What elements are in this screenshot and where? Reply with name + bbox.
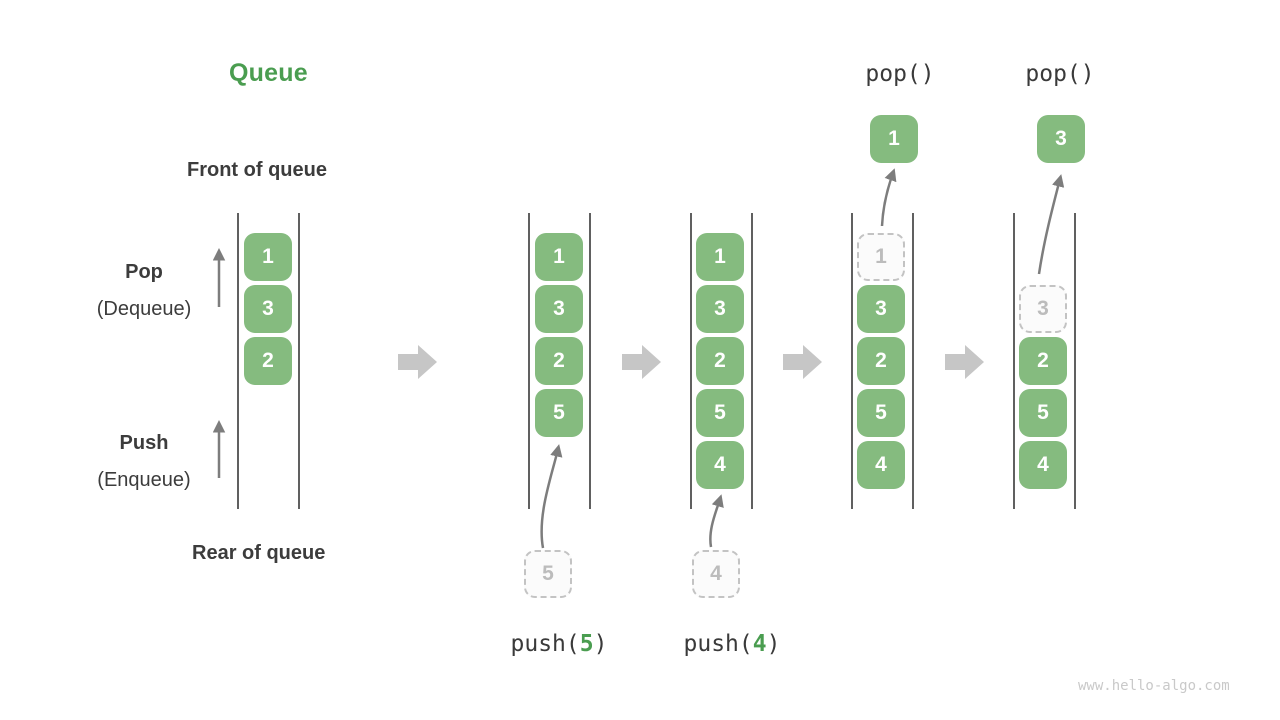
queue-element: 4	[696, 441, 744, 489]
pop1-arrow-icon	[880, 168, 897, 227]
removed-element-slot: 3	[1019, 285, 1067, 333]
queue-element: 5	[857, 389, 905, 437]
queue-wall	[690, 213, 692, 509]
queue-wall	[1013, 213, 1015, 509]
queue-element: 2	[1019, 337, 1067, 385]
queue-element: 2	[857, 337, 905, 385]
queue-element: 3	[244, 285, 292, 333]
queue-element: 1	[535, 233, 583, 281]
queue-element: 5	[1019, 389, 1067, 437]
removed-element-slot: 1	[857, 233, 905, 281]
step-arrow-icon-3	[783, 345, 822, 379]
push5-call-label: push(5)	[494, 631, 624, 657]
push4-arg-text: 4	[752, 631, 767, 657]
step-arrow-icon-1	[398, 345, 437, 379]
enqueue-label: (Enqueue)	[97, 469, 191, 491]
queue-wall	[751, 213, 753, 509]
incoming-element: 5	[524, 550, 572, 598]
queue-wall	[589, 213, 591, 509]
push4-fn-text: push(	[683, 631, 753, 657]
queue-element: 3	[696, 285, 744, 333]
push4-arrow-icon	[709, 494, 724, 548]
dequeue-label: (Dequeue)	[96, 298, 192, 320]
push5-arg-text: 5	[579, 631, 594, 657]
diagram-title: Queue	[229, 59, 308, 87]
queue-element: 5	[696, 389, 744, 437]
queue-element: 4	[857, 441, 905, 489]
push4-call-label: push(4)	[667, 631, 797, 657]
queue-wall	[237, 213, 239, 509]
popped-element: 3	[1037, 115, 1085, 163]
queue-element: 3	[857, 285, 905, 333]
queue-wall	[298, 213, 300, 509]
pop3-arrow-icon	[1037, 174, 1065, 275]
queue-element: 1	[244, 233, 292, 281]
queue-element: 1	[696, 233, 744, 281]
queue-element: 2	[696, 337, 744, 385]
push5-close-text: )	[593, 631, 608, 657]
pop-label: Pop	[125, 261, 163, 283]
push-label: Push	[119, 432, 169, 454]
step-arrow-icon-2	[622, 345, 661, 379]
push5-fn-text: push(	[510, 631, 580, 657]
queue-element: 4	[1019, 441, 1067, 489]
site-watermark: www.hello-algo.com	[1078, 678, 1230, 694]
queue-wall	[912, 213, 914, 509]
queue-element: 3	[535, 285, 583, 333]
pop-call-label: pop()	[865, 61, 935, 87]
queue-wall	[1074, 213, 1076, 509]
queue-element: 5	[535, 389, 583, 437]
front-of-queue-label: Front of queue	[187, 159, 327, 181]
pop-call-label: pop()	[1025, 61, 1095, 87]
popped-element: 1	[870, 115, 918, 163]
queue-wall	[851, 213, 853, 509]
queue-element: 2	[244, 337, 292, 385]
queue-element: 2	[535, 337, 583, 385]
queue-wall	[528, 213, 530, 509]
rear-of-queue-label: Rear of queue	[192, 542, 326, 564]
incoming-element: 4	[692, 550, 740, 598]
push4-close-text: )	[766, 631, 781, 657]
step-arrow-icon-4	[945, 345, 984, 379]
push5-arrow-icon	[540, 444, 563, 549]
